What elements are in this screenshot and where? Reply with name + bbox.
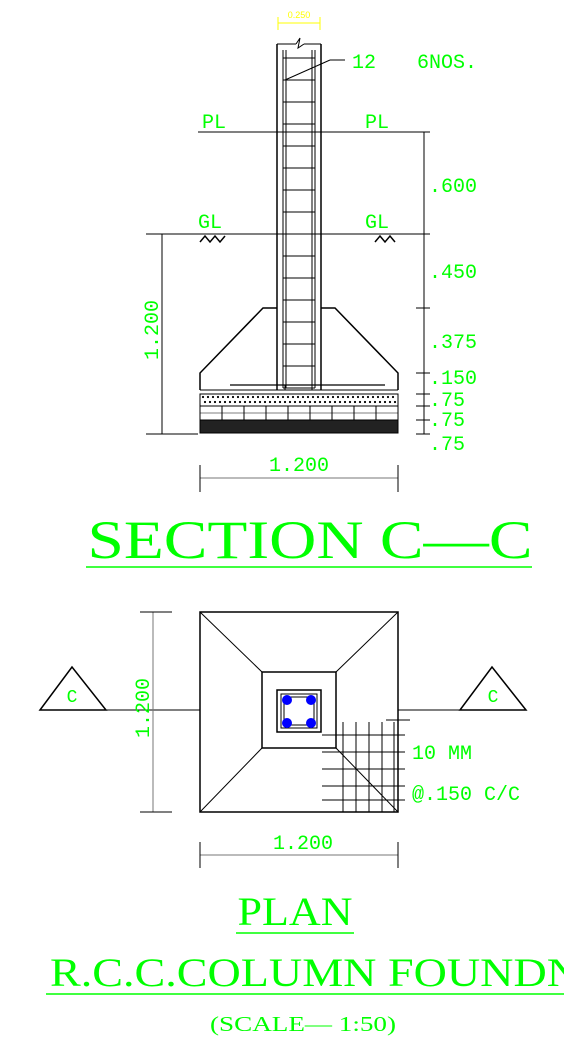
gl-left-label: GL: [198, 212, 222, 235]
sand-bed: [199, 419, 399, 434]
pl-left-label: PL: [202, 112, 226, 135]
ground-level: GL GL: [198, 212, 428, 244]
pl-right-label: PL: [365, 112, 389, 135]
plinth-level: PL PL: [198, 112, 428, 135]
level-label-6: .75: [429, 410, 465, 433]
depth-dimension: 1.200: [142, 233, 198, 435]
plan-width-dimension: 1.200: [199, 833, 399, 868]
rebar-dots: [282, 695, 316, 728]
ground-hatch-left: [199, 234, 226, 244]
bar-leader: 12 6NOS.: [284, 52, 477, 81]
column-width-label: 0.250: [288, 10, 311, 20]
section-marker-right: C: [458, 665, 528, 711]
section-marker-left: C: [38, 665, 108, 711]
level-label-5: .75: [429, 390, 465, 413]
plan-side-dimension: 1.200: [133, 611, 172, 813]
column-outline: [276, 689, 322, 733]
section-title: SECTION C—C: [88, 510, 533, 570]
section-view: 0.250 12 6NOS. PL PL: [86, 10, 533, 570]
marker-right-label: C: [488, 688, 499, 708]
plan-view: C C 10 MM @.150 C/C 1.200 1.200 PLAN: [38, 611, 528, 934]
level-label-2: .450: [429, 262, 477, 285]
column-width-dimension: 0.250: [277, 10, 321, 30]
plan-width-label: 1.200: [273, 833, 333, 856]
drawing-title-block: R.C.C.COLUMN FOUNDN (SCALE— 1:50): [46, 950, 564, 1036]
level-label-3: .375: [429, 332, 477, 355]
section-width-dimension: 1.200: [199, 455, 399, 492]
level-label-7: .75: [429, 434, 465, 457]
column: [276, 37, 322, 390]
footing-outline: [199, 611, 399, 813]
marker-left-label: C: [67, 688, 78, 708]
scale-note: (SCALE— 1:50): [210, 1012, 396, 1036]
bar-count-label: 6NOS.: [417, 52, 477, 75]
pedestal-outline: [261, 671, 337, 749]
plan-title: PLAN: [238, 889, 353, 934]
level-label-4: .150: [429, 368, 477, 391]
footing: [199, 307, 399, 434]
drawing-title: R.C.C.COLUMN FOUNDN: [50, 950, 564, 995]
mesh-reinforcement: [322, 719, 410, 812]
brick-layer: [200, 406, 398, 420]
ground-hatch-right: [374, 234, 396, 244]
gl-right-label: GL: [365, 212, 389, 235]
depth-label: 1.200: [142, 300, 165, 360]
level-label-1: .600: [429, 176, 477, 199]
bar-size-label: 12: [352, 52, 376, 75]
mesh-spacing-label: @.150 C/C: [412, 784, 520, 807]
mesh-bar-label: 10 MM: [412, 743, 472, 766]
plan-side-label: 1.200: [133, 678, 156, 738]
level-dimensions: .600 .450 .375 .150 .75 .75 .75: [416, 131, 477, 457]
section-width-label: 1.200: [269, 455, 329, 478]
pcc-speckle: [201, 395, 397, 404]
stirrups: [283, 57, 315, 389]
